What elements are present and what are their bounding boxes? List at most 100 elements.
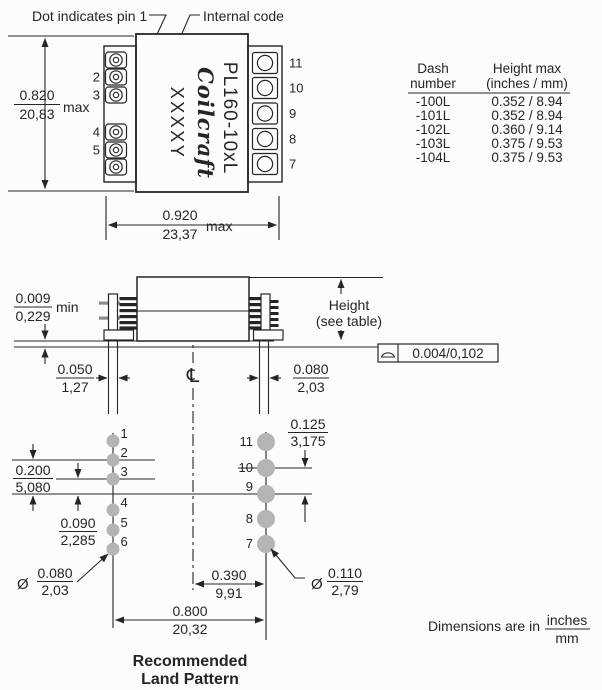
land-pad [257,485,275,503]
table-row: -100L 0.352 / 8.94 [416,94,563,109]
right-pad-column: 11 10 9 8 7 [239,433,275,553]
pad-number: 10 [239,460,253,475]
height-value: 0.352 / 8.94 [491,94,563,109]
dash-number: -101L [416,108,451,123]
land-pad [106,453,120,467]
height-value: 0.375 / 9.53 [491,136,562,151]
dim-inches: 0.800 [172,603,207,619]
flatness-symbol-icon [380,352,396,358]
dim-body-height: 0.820 20,83 max [8,35,134,192]
dim-inches: 0.080 [37,565,72,581]
dim-inches: 0.110 [328,565,362,581]
diameter-symbol-icon: Ø [17,576,29,593]
dim-inches: 0.200 [15,462,50,478]
dim-mm: 2,285 [60,532,95,548]
right-pin-header [249,293,284,414]
pin-number: 7 [289,157,296,172]
table-header-height: (inches / mm) [486,76,568,91]
left-pin-strip: 2 3 4 5 [93,45,137,183]
coplanarity-callout: 0.004/0,102 [377,343,499,363]
pad-number: 11 [240,434,254,449]
dim-mm: 23,37 [162,226,197,242]
pin-number: 9 [289,106,296,121]
right-pin-strip: 11 10 9 8 7 [247,45,303,183]
dim-left-pin-width: 0.050 1,27 [56,361,130,395]
dash-number: -104L [416,150,451,165]
dim-inches: 0.125 [290,416,325,432]
coplanarity-value: 0.004/0,102 [412,346,483,361]
dim-mm: 2,03 [41,582,68,598]
dim-inches: 0.390 [211,567,246,583]
height-table: Dash number Height max (inches / mm) -10… [408,61,570,165]
dash-number: -100L [416,94,451,109]
table-row: -104L 0.375 / 9.53 [416,150,563,165]
dim-inches: 0.920 [162,207,197,223]
right-pin-pads [251,51,279,176]
dim-left-pitch: 0.090 2,285 [59,463,97,548]
dim-mm: 2,03 [297,379,324,395]
land-pad [106,523,120,537]
pin-number: 10 [289,81,303,96]
dim-mm: 20,83 [19,106,54,122]
strip [247,45,283,183]
dim-mm: 5,080 [15,479,50,495]
pad-number: 3 [121,464,128,479]
land-pad [106,503,120,517]
pin1-callout-label: Dot indicates pin 1 [32,8,147,24]
left-pin-header [99,293,137,414]
leader-line [270,548,305,579]
height-note: (see table) [316,313,382,329]
brand-marking: Coilcraft [193,67,218,179]
dim-mm: 9,91 [215,585,242,601]
pad-number: 6 [121,534,128,549]
dim-inches: 0.090 [60,515,95,531]
centerline-symbol: ℄ [186,365,200,387]
units-note: Dimensions are in inches mm [428,612,590,646]
diameter-symbol-icon: Ø [311,576,323,593]
land-pad [106,434,120,448]
dim-qualifier: min [56,299,79,315]
dim-mm: 2,79 [331,582,358,598]
land-pad [257,510,275,528]
table-header-height: Height max [493,61,562,76]
internal-code-marking: XXXXY [167,87,187,160]
dim-mm: 20,32 [172,621,207,637]
table-header-dash: Dash [417,61,449,76]
dim-mm: 0,229 [15,308,50,324]
dash-number: -102L [416,122,451,137]
table-row: -103L 0.375 / 9.53 [416,136,563,151]
land-pad [257,433,275,451]
units-inches: inches [547,612,587,628]
dash-number: -103L [416,136,451,151]
component-body-side [136,276,250,342]
strip [103,45,137,183]
top-view: Dot indicates pin 1 Internal code 0.820 … [8,8,303,242]
title-line: Recommended [133,653,248,670]
dim-mm: 1,27 [61,379,88,395]
pad-number: 2 [121,445,128,460]
part-number-marking: PL160-10xL [219,62,240,174]
left-pad-column: 1 2 3 4 5 6 [106,426,128,556]
dim-overall-span: 0.800 20,32 [115,603,264,637]
pin-number: 11 [289,56,303,71]
dim-body-width: 0.920 23,37 max [105,196,280,242]
left-pin-pads [104,51,128,176]
dim-qualifier: max [63,99,89,115]
land-pad [257,459,275,477]
dim-right-pad-diameter: Ø 0.110 2,79 [270,548,363,598]
units-mm: mm [555,630,578,646]
pin-number: 5 [93,143,100,158]
dim-inches: 0.009 [15,290,50,306]
dim-right-pin-width: 0.080 2,03 [247,361,329,395]
internal-code-callout-label: Internal code [203,8,284,24]
height-value: 0.360 / 9.14 [491,122,563,137]
dim-standoff: 0.009 0,229 min [14,290,79,364]
pad-number: 7 [246,536,253,551]
pad-number: 1 [121,426,128,441]
dim-left-group-span: 0.200 5,080 [13,444,53,511]
pin-number: 2 [93,70,100,85]
pad-number: 8 [246,511,253,526]
height-value: 0.375 / 9.53 [491,150,562,165]
pin-number: 3 [93,88,100,103]
